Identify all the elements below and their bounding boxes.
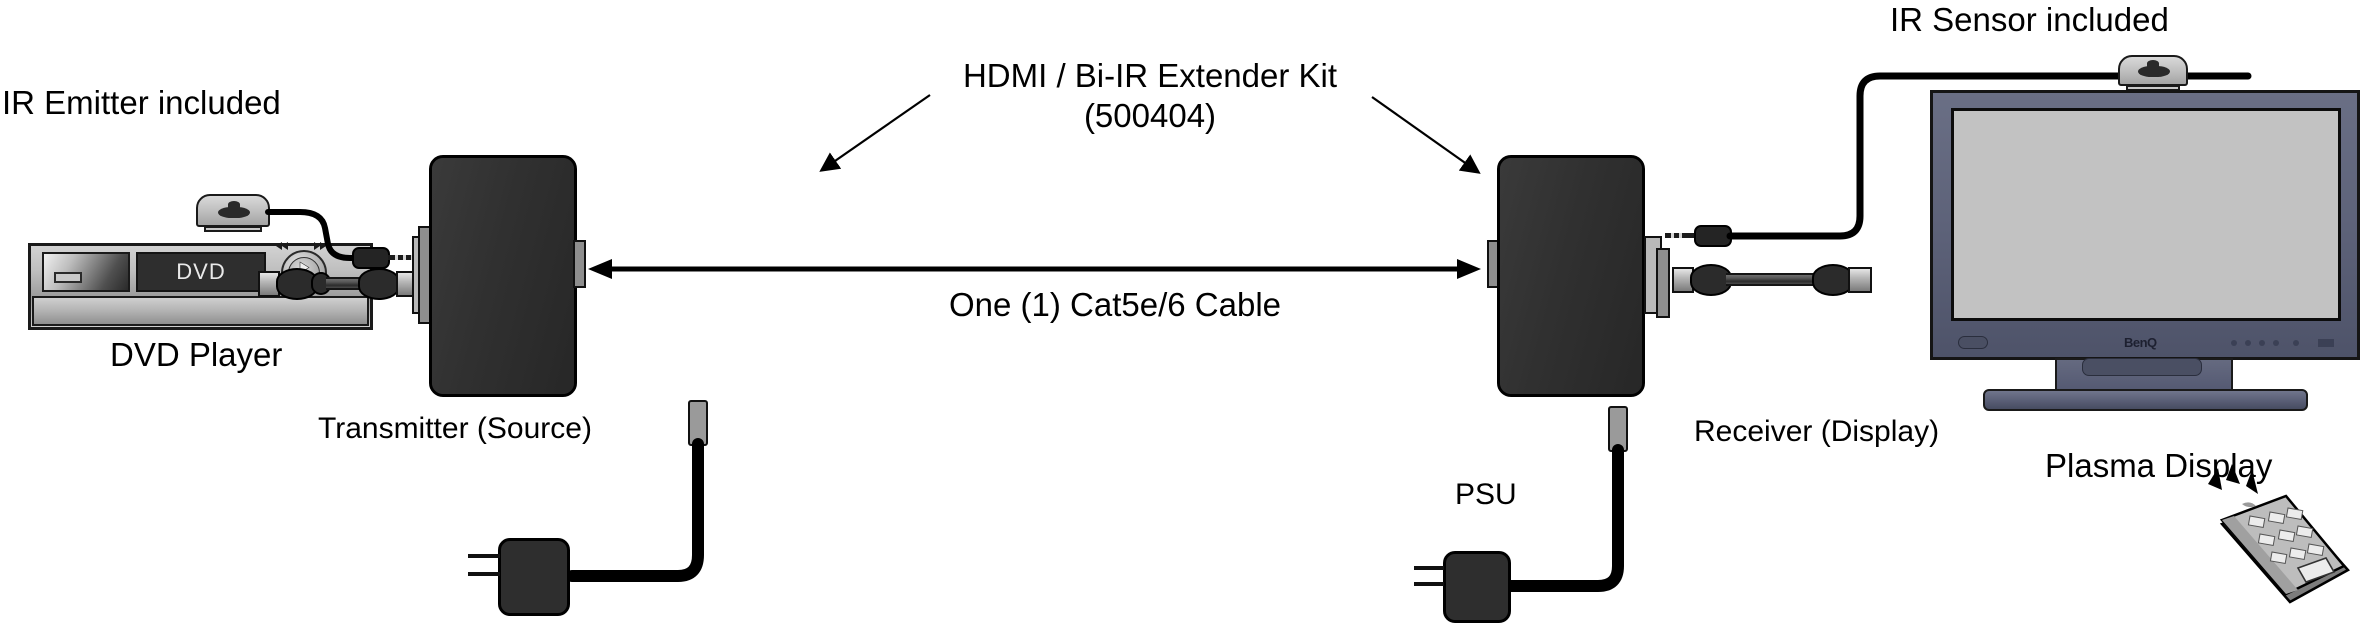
hdmi-tip-tv-side — [1848, 267, 1872, 293]
plasma-display-stand-base — [1983, 389, 2308, 411]
ir-emitter-jack-shaft — [388, 255, 416, 260]
receiver-psu-barrel-connector — [1608, 406, 1628, 452]
receiver-psu-prong-2 — [1414, 582, 1444, 586]
label-transmitter: Transmitter (Source) — [318, 412, 592, 445]
ir-emitter-jack-plug — [352, 247, 390, 269]
label-kit-model: (500404) — [1083, 97, 1217, 134]
plasma-display-button-leds — [2231, 339, 2334, 347]
receiver-psu-prong-1 — [1414, 566, 1444, 570]
transmitter-port-plate-right — [573, 240, 586, 288]
plasma-display-screen — [1951, 108, 2341, 321]
dvd-eject-button[interactable] — [54, 272, 82, 283]
plasma-display-ir-window — [1958, 336, 1988, 349]
ir-emitter-jack-ring-1 — [395, 255, 398, 260]
ir-sensor-jack-plug — [1694, 225, 1732, 247]
dvd-lower-panel — [32, 296, 369, 326]
hdmi-boot-tv-side — [1812, 264, 1854, 296]
label-psu: PSU — [1455, 478, 1517, 511]
ir-sensor-nub-icon — [2147, 60, 2159, 67]
ir-sensor-lens-icon — [2138, 66, 2170, 77]
ir-emitter-nub-icon — [228, 201, 240, 208]
receiver-unit-face — [1500, 158, 1642, 394]
plasma-display-brand-logo: BenQ — [2124, 335, 2157, 350]
receiver-psu — [1443, 551, 1511, 623]
label-ir-sensor-included: IR Sensor included — [1890, 1, 2169, 38]
transmitter-psu-prong-2 — [468, 572, 500, 576]
transmitter-psu-prong-1 — [468, 554, 500, 558]
hdmi-boot-rx-side — [1690, 264, 1732, 296]
transmitter-unit — [429, 155, 577, 397]
label-dvd-player: DVD Player — [110, 336, 283, 373]
transmitter-psu — [498, 538, 570, 616]
label-ir-emitter-included: IR Emitter included — [2, 84, 281, 121]
ir-emitter-jack-ring-2 — [403, 255, 406, 260]
ir-emitter-lens-icon — [218, 207, 250, 218]
ir-emitter-puck-foot — [204, 226, 262, 232]
dvd-display-panel: DVD — [136, 252, 266, 292]
transmitter-psu-barrel-connector — [688, 400, 708, 446]
ir-sensor-jack-ring-2 — [1679, 233, 1682, 238]
label-kit-name: HDMI / Bi-IR Extender Kit — [962, 57, 1338, 94]
ir-remote-control — [2186, 462, 2366, 629]
ir-sensor-jack-ring-1 — [1671, 233, 1674, 238]
hdmi-boot-tx-side — [358, 268, 400, 300]
plasma-display-stand-handle — [2082, 358, 2202, 376]
receiver-port-plate-right-inner — [1656, 248, 1670, 318]
dvd-display-text: DVD — [176, 259, 226, 284]
receiver-unit — [1497, 155, 1645, 397]
transmitter-unit-face — [432, 158, 574, 394]
hdmi-cable-right — [1726, 273, 1826, 286]
label-receiver: Receiver (Display) — [1694, 415, 1940, 448]
label-cat5-cable: One (1) Cat5e/6 Cable — [948, 286, 1281, 323]
